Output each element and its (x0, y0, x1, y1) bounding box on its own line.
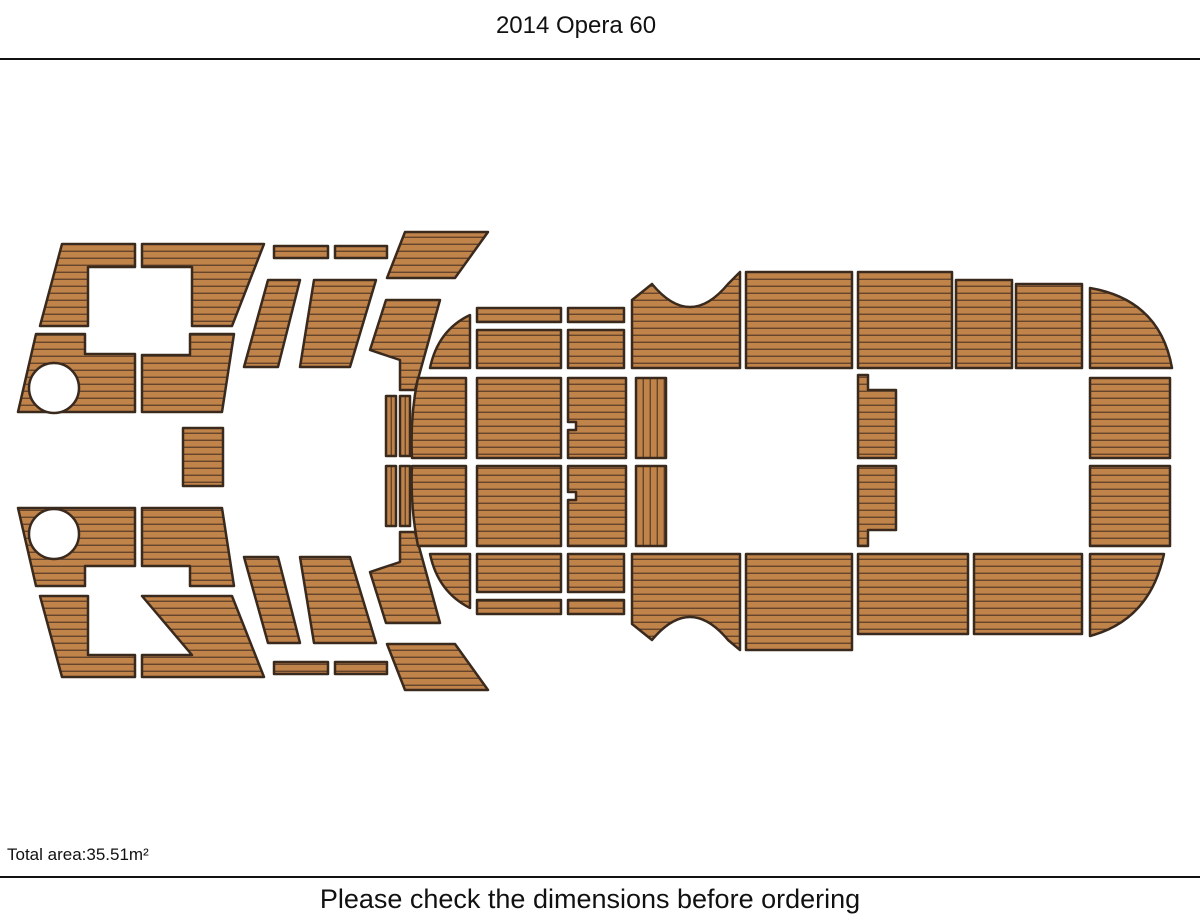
deck-pad (856, 464, 898, 548)
deck-pad (972, 552, 1084, 636)
deck-pad (368, 298, 442, 392)
deck-pad (954, 278, 1014, 370)
deck-pad (566, 464, 628, 548)
deck-pad (385, 230, 490, 280)
deck-pad (140, 332, 236, 414)
deck-pad (744, 270, 854, 370)
deck-pad (856, 552, 970, 636)
deck-pad (298, 555, 378, 645)
deck-pad (398, 394, 412, 458)
deck-pad (475, 464, 563, 548)
deck-pad (410, 376, 468, 460)
deck-pad (1088, 376, 1172, 460)
deck-pad (385, 642, 490, 692)
deck-pad (566, 328, 626, 370)
deck-pad (384, 394, 398, 458)
deck-pad (566, 306, 626, 324)
deck-pad (856, 373, 898, 460)
deck-pad (566, 598, 626, 616)
deck-pad (475, 328, 563, 370)
deck-pad (38, 242, 137, 328)
deck-pad (140, 506, 236, 588)
deck-pad (242, 278, 302, 369)
deck-pad (1014, 282, 1084, 370)
deck-pad (634, 464, 668, 548)
deck-pad (272, 244, 330, 260)
deck-pad (1088, 286, 1174, 370)
deck-pad (1088, 464, 1172, 548)
deck-pad (333, 660, 389, 676)
footer-divider (0, 876, 1200, 878)
deck-pad (272, 660, 330, 676)
deck-pad (398, 464, 412, 528)
deck-pad (475, 552, 563, 594)
deck-pad (38, 594, 137, 679)
total-area-label: Total area:35.51m² (7, 845, 149, 864)
deck-pad (428, 313, 472, 370)
hatch-cutout (27, 361, 81, 415)
diagram-title: 2014 Opera 60 (495, 12, 657, 39)
footer-notice: Please check the dimensions before order… (319, 884, 861, 914)
header-divider (0, 58, 1200, 60)
deck-pad (744, 552, 854, 652)
deck-pad (475, 306, 563, 324)
deck-pad (298, 278, 378, 369)
deck-pad (1088, 552, 1166, 638)
deck-pad (242, 555, 302, 645)
deck-pad (384, 464, 398, 528)
deck-pad (856, 270, 954, 370)
deck-pad (630, 552, 742, 652)
deck-pad (428, 552, 472, 610)
deck-pad (140, 594, 266, 679)
deck-pad (410, 464, 468, 548)
hatch-cutout (27, 507, 81, 561)
deck-pad (181, 426, 225, 488)
deck-pad (475, 598, 563, 616)
deck-pad (140, 242, 266, 328)
deck-pad (566, 376, 628, 460)
deck-pad (566, 552, 626, 594)
deck-pad (634, 376, 668, 460)
deck-pad (333, 244, 389, 260)
deck-pad (475, 376, 563, 460)
deck-pad (630, 270, 742, 370)
